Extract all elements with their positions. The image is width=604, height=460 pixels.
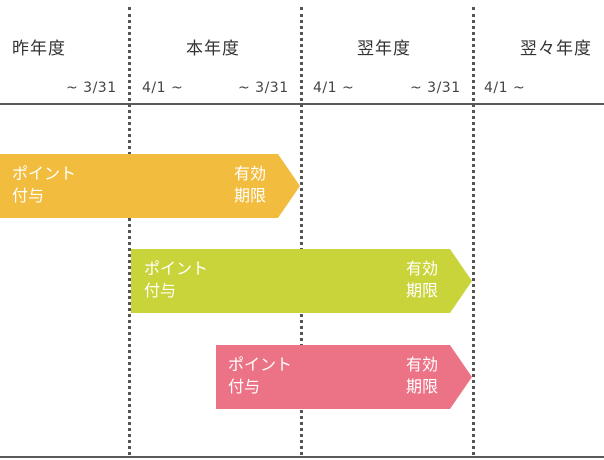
column-title-year-after-next: 翌々年度 [520, 39, 592, 59]
column-title-this-year: 本年度 [186, 39, 240, 59]
expiry-label: 有効 期限 [233, 164, 266, 205]
date-end-next-year: ~ 3/31 [410, 80, 461, 96]
point-grant-label: ポイント 付与 [228, 355, 293, 396]
year-separator [300, 7, 303, 455]
year-separator [128, 7, 131, 455]
expiry-label: 有効 期限 [405, 259, 438, 300]
column-title-next-year: 翌年度 [357, 39, 411, 59]
date-start-this-year: 4/1 ~ [142, 80, 184, 96]
column-title-last-year: 昨年度 [12, 39, 66, 59]
point-grant-label: ポイント 付与 [12, 164, 77, 205]
date-end-last-year: ~ 3/31 [66, 80, 117, 96]
date-end-this-year: ~ 3/31 [238, 80, 289, 96]
date-start-year-after-next: 4/1 ~ [484, 80, 526, 96]
validity-band-this-year: ポイント 付与 有効 期限 [131, 249, 472, 313]
bottom-border [0, 456, 604, 458]
validity-band-last-year: ポイント 付与 有効 期限 [0, 154, 300, 218]
date-start-next-year: 4/1 ~ [313, 80, 355, 96]
point-grant-label: ポイント 付与 [144, 259, 209, 300]
validity-band-this-year-later: ポイント 付与 有効 期限 [216, 345, 472, 409]
expiry-label: 有効 期限 [405, 355, 438, 396]
year-separator [472, 7, 475, 455]
